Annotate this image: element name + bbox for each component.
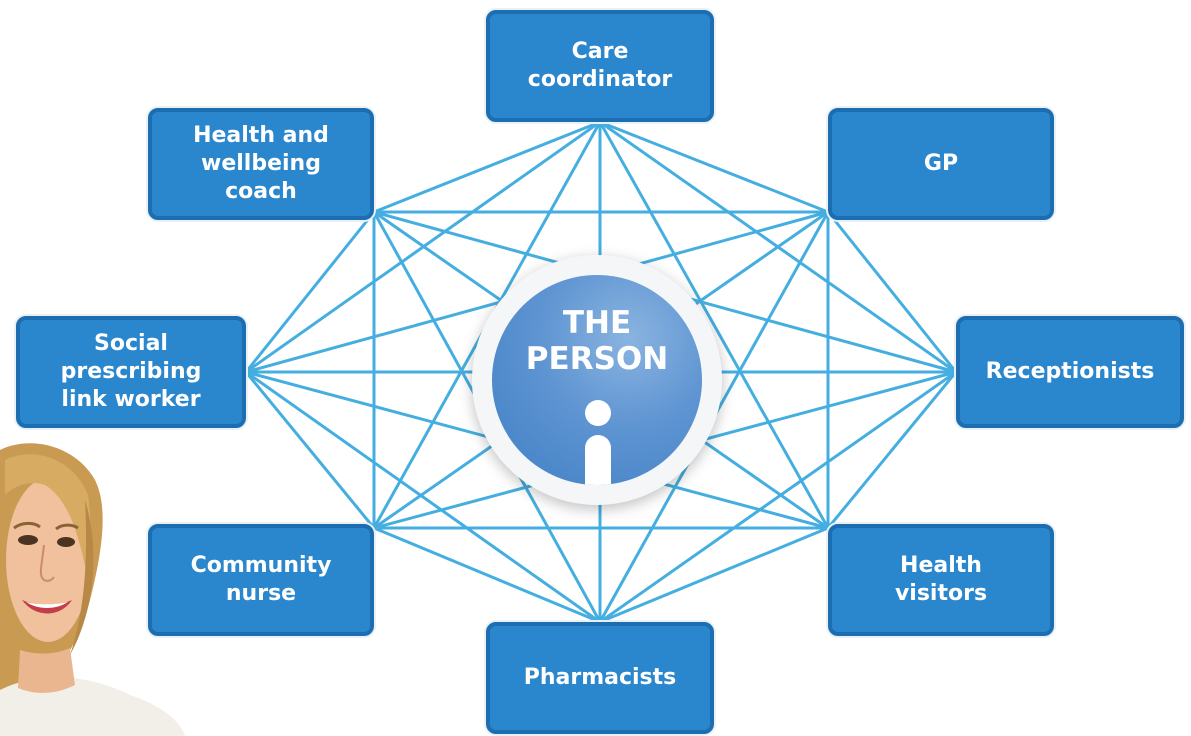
connection-line — [598, 121, 830, 529]
hub-inner-circle: THE PERSON — [492, 275, 702, 485]
info-person-icon-head — [585, 400, 611, 426]
role-box-community-nurse: Community nurse — [148, 524, 374, 636]
connection-line — [244, 211, 376, 373]
role-box-receptionists: Receptionists — [956, 316, 1184, 428]
role-box-health-visitors: Health visitors — [828, 524, 1054, 636]
connection-line — [826, 371, 958, 529]
role-box-pharmacists: Pharmacists — [486, 622, 714, 734]
connection-line — [245, 370, 601, 624]
connection-line — [373, 526, 601, 624]
connection-line — [599, 120, 829, 214]
connection-line — [599, 370, 957, 624]
role-box-social-prescribing-link-worker: Social prescribing link worker — [16, 316, 246, 428]
hub-circle: THE PERSON — [472, 255, 722, 505]
hub-title: THE PERSON — [525, 305, 669, 377]
smiling-woman-photo — [0, 443, 185, 736]
connection-line — [826, 211, 958, 373]
role-box-gp: GP — [828, 108, 1054, 220]
connection-line — [244, 371, 376, 529]
connection-line — [599, 526, 829, 624]
role-box-health-and-wellbeing-coach: Health and wellbeing coach — [148, 108, 374, 220]
connection-line — [373, 120, 601, 214]
role-box-care-coordinator: Care coordinator — [486, 10, 714, 122]
info-person-icon-body — [585, 435, 611, 485]
